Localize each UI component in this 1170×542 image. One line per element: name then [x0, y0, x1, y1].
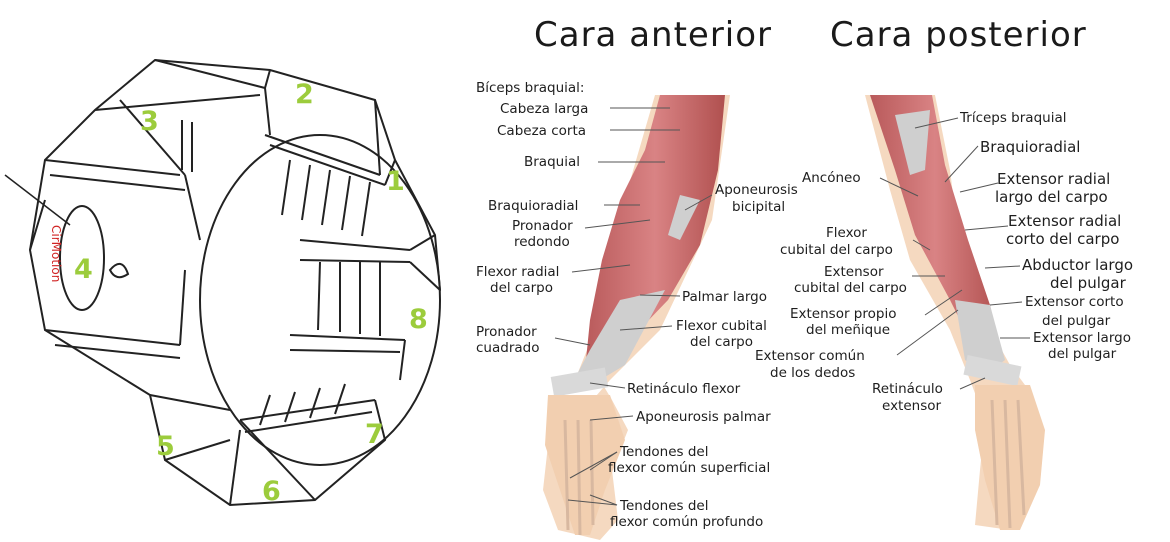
sensor-ring-device: CirMotion 1 2 3 4 5 6 7 8: [5, 60, 440, 507]
posterior-title: Cara posterior: [830, 15, 1087, 55]
label-flexor-cubital-posterior-2: cubital del carpo: [780, 242, 893, 258]
label-flexor-cubital-anterior-1: Flexor cubital: [676, 318, 767, 334]
label-retinaculo-extensor-1: Retináculo: [872, 381, 943, 397]
label-aponeurosis-bicipital-1: Aponeurosis: [715, 182, 798, 198]
label-ext-comun-1: Extensor común: [755, 348, 865, 364]
label-aponeurosis-palmar: Aponeurosis palmar: [636, 409, 771, 425]
sensor-number-7: 7: [365, 419, 384, 450]
sensor-number-4: 4: [74, 254, 93, 285]
sensor-number-5: 5: [156, 431, 175, 462]
label-braquioradial-anterior: Braquioradial: [488, 198, 578, 214]
label-biceps-braquial: Bíceps braquial:: [476, 80, 584, 96]
label-ext-cubital-2: cubital del carpo: [794, 280, 907, 296]
label-braquial: Braquial: [524, 154, 580, 170]
label-flexor-radial-2: del carpo: [490, 280, 553, 296]
label-ext-largo-pulgar-2: del pulgar: [1048, 346, 1117, 362]
label-ext-corto-pulgar-1: Extensor corto: [1025, 294, 1124, 310]
label-cabeza-larga: Cabeza larga: [500, 101, 588, 117]
label-ext-propio-2: del meñique: [806, 322, 890, 338]
label-pronador-cuadrado-1: Pronador: [476, 324, 537, 340]
label-tendones-profundo-2: flexor común profundo: [610, 514, 763, 530]
anterior-title: Cara anterior: [534, 15, 772, 55]
label-flexor-radial-1: Flexor radial: [476, 264, 559, 280]
sensor-number-3: 3: [140, 106, 159, 137]
label-ext-propio-1: Extensor propio: [790, 306, 896, 322]
label-anconeo: Ancóneo: [802, 170, 861, 186]
label-aponeurosis-bicipital-2: bicipital: [732, 199, 785, 215]
label-ext-radial-largo-2: largo del carpo: [995, 188, 1108, 206]
label-ext-corto-pulgar-2: del pulgar: [1042, 313, 1111, 329]
label-pronador-redondo-2: redondo: [514, 234, 570, 250]
device-logo-symbol: [110, 264, 128, 277]
label-tendones-superficial-2: flexor común superficial: [608, 460, 770, 476]
label-flexor-cubital-anterior-2: del carpo: [690, 334, 753, 350]
label-braquioradial-posterior: Braquioradial: [980, 138, 1080, 156]
sensor-number-8: 8: [409, 304, 428, 335]
label-ext-radial-corto-1: Extensor radial: [1008, 212, 1121, 230]
label-abductor-2: del pulgar: [1050, 274, 1127, 292]
label-tendones-superficial-1: Tendones del: [619, 444, 708, 460]
label-tendones-profundo-1: Tendones del: [619, 498, 708, 514]
label-ext-cubital-1: Extensor: [824, 264, 884, 280]
label-ext-comun-2: de los dedos: [770, 365, 855, 381]
label-pronador-redondo-1: Pronador: [512, 218, 573, 234]
label-retinaculo-flexor: Retináculo flexor: [627, 381, 741, 397]
label-flexor-cubital-posterior-1: Flexor: [826, 225, 867, 241]
label-cabeza-corta: Cabeza corta: [497, 123, 586, 139]
sensor-number-1: 1: [386, 166, 405, 197]
device-brand: CirMotion: [49, 225, 63, 282]
device-pointer-line: [5, 175, 70, 225]
label-pronador-cuadrado-2: cuadrado: [476, 340, 539, 356]
label-triceps-braquial: Tríceps braquial: [959, 110, 1066, 126]
label-palmar-largo: Palmar largo: [682, 289, 767, 305]
label-ext-radial-corto-2: corto del carpo: [1006, 230, 1119, 248]
label-ext-largo-pulgar-1: Extensor largo: [1033, 330, 1131, 346]
label-ext-radial-largo-1: Extensor radial: [997, 170, 1110, 188]
label-abductor-1: Abductor largo: [1022, 256, 1133, 274]
sensor-number-2: 2: [295, 79, 314, 110]
label-retinaculo-extensor-2: extensor: [882, 398, 942, 414]
sensor-number-6: 6: [262, 476, 281, 507]
